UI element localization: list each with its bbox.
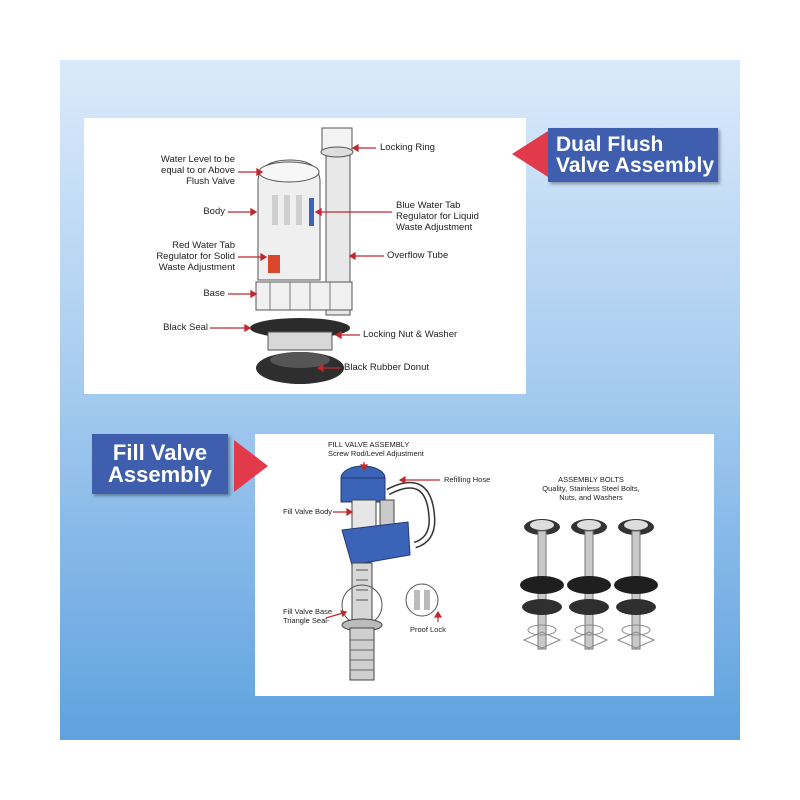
label-fill-valve-base-line2: Triangle Seal- xyxy=(283,616,330,625)
valve-base xyxy=(255,281,353,311)
fill-valve-arrow-icon xyxy=(234,440,268,492)
fill-valve-header: FILL VALVE ASSEMBLY Screw Rod/Level Adju… xyxy=(328,440,424,458)
label-body: Body xyxy=(203,206,225,217)
assembly-bolts-title: ASSEMBLY BOLTS xyxy=(558,475,624,484)
dual-flush-banner-line2: Valve Assembly xyxy=(556,154,714,177)
label-water-level-line2: equal to or Above xyxy=(161,164,235,176)
label-red-tab-line2: Regulator for Solid xyxy=(156,250,235,262)
fill-valve-banner: Fill Valve Assembly xyxy=(92,434,228,494)
threaded-base xyxy=(349,627,375,681)
fill-valve-body xyxy=(341,521,411,566)
assembly-bolts-caption: ASSEMBLY BOLTS Quality, Stainless Steel … xyxy=(521,475,661,502)
fill-valve-header-line2: Screw Rod/Level Adjustment xyxy=(328,449,424,458)
label-overflow-tube: Overflow Tube xyxy=(387,250,449,261)
label-water-level-line1: Water Level to be xyxy=(160,154,235,165)
assembly-bolts-desc-line2: Nuts, and Washers xyxy=(559,493,623,502)
fill-valve-banner-line2: Assembly xyxy=(108,462,212,487)
fill-valve-shaft xyxy=(351,562,373,624)
label-red-tab-line1: Red Water Tab xyxy=(172,240,235,251)
label-blue-tab: Blue Water Tab Regulator for Liquid Wast… xyxy=(396,200,479,234)
fill-valve-banner-line1: Fill Valve xyxy=(112,440,208,465)
label-blue-tab-line1: Blue Water Tab xyxy=(396,200,461,211)
dual-flush-banner: Dual Flush Valve Assembly xyxy=(548,128,718,182)
blue-water-tab xyxy=(309,198,314,226)
label-locking-ring: Locking Ring xyxy=(380,142,435,153)
label-black-seal: Black Seal xyxy=(163,322,208,333)
label-base: Base xyxy=(203,288,225,299)
label-fill-valve-base: Fill Valve Base Triangle Seal- xyxy=(283,607,332,625)
fill-valve-header-line1: FILL VALVE ASSEMBLY xyxy=(328,440,410,449)
label-water-level: Water Level to be equal to or Above Flus… xyxy=(140,154,235,188)
label-blue-tab-line3: Waste Adjustment xyxy=(396,221,473,233)
assembly-bolt-3 xyxy=(614,519,658,650)
assembly-bolts-desc-line1: Quality, Stainless Steel Bolts, xyxy=(542,484,640,493)
dual-flush-banner-line1: Dual Flush xyxy=(556,133,664,156)
label-water-level-line3: Flush Valve xyxy=(186,175,235,187)
proof-lock-zoom xyxy=(405,583,439,617)
label-red-tab: Red Water Tab Regulator for Solid Waste … xyxy=(138,240,235,274)
label-fill-valve-body: Fill Valve Body xyxy=(283,507,333,516)
red-water-tab xyxy=(268,255,280,273)
label-blue-tab-line2: Regulator for Liquid xyxy=(396,210,479,222)
label-fill-valve-base-line1: Fill Valve Base xyxy=(283,607,333,616)
assembly-bolt-2 xyxy=(567,519,611,650)
label-refilling-hose: Refilling Hose xyxy=(444,475,491,484)
label-red-tab-line3: Waste Adjustment xyxy=(158,261,235,273)
label-locking-nut: Locking Nut & Washer xyxy=(363,329,458,340)
label-proof-lock: Proof Lock xyxy=(410,625,446,634)
dual-flush-arrow-icon xyxy=(512,131,548,177)
assembly-bolt-1 xyxy=(520,519,564,650)
label-rubber-donut: Black Rubber Donut xyxy=(344,362,430,373)
